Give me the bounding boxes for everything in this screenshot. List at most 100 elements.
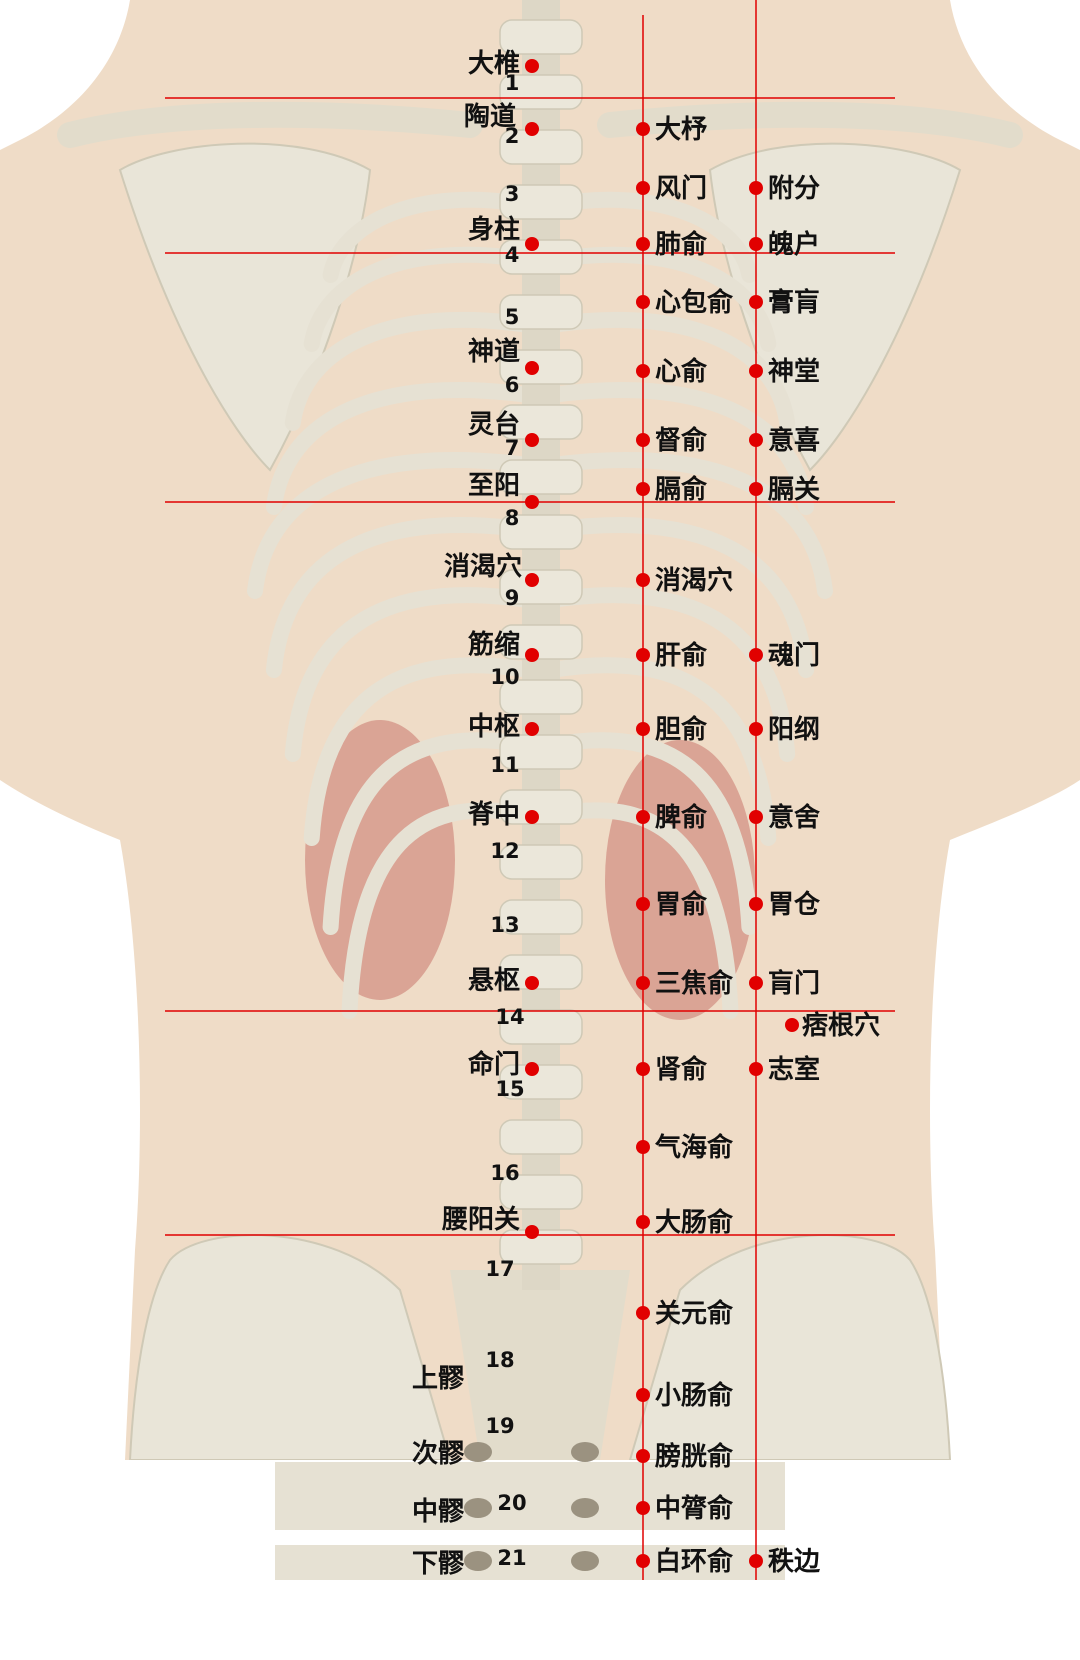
vertebra xyxy=(499,1064,583,1100)
acupoint-label: 气海俞 xyxy=(654,1132,734,1163)
acupoint-dot xyxy=(636,573,650,587)
acupoint-label: 风门 xyxy=(655,174,707,204)
rib-right xyxy=(544,452,833,599)
rib-right xyxy=(544,517,815,678)
acupoint-dot xyxy=(636,1140,650,1154)
acupoint-dot xyxy=(749,482,763,496)
acupoint-dot xyxy=(749,897,763,911)
acupoint-label: 附分 xyxy=(768,174,820,204)
acupoint-dot xyxy=(525,495,539,509)
acupoint-label: 关元俞 xyxy=(655,1298,734,1329)
acupoint-label: 消渴穴 xyxy=(655,566,733,596)
acupoint-label: 脊中 xyxy=(467,800,520,830)
acupoint-label: 神道 xyxy=(468,336,520,367)
acupoint-dot xyxy=(749,237,763,251)
vertebra xyxy=(499,74,583,110)
rib-right xyxy=(544,246,777,352)
acupoint-label: 魄户 xyxy=(768,229,820,260)
rib-right xyxy=(544,191,758,283)
vertebra-number: 15 xyxy=(495,1077,524,1101)
sacral-foramen xyxy=(464,1442,492,1462)
acupoint-dot xyxy=(749,433,763,447)
acupoint-dot xyxy=(525,1225,539,1239)
acupoint-label: 脾俞 xyxy=(654,802,708,833)
acupoint-label: 三焦俞 xyxy=(655,968,734,999)
vertebra-number: 6 xyxy=(505,373,520,397)
rib-left xyxy=(322,732,536,935)
acupoint-label: 白环俞 xyxy=(655,1546,734,1577)
vertebra-number: 19 xyxy=(485,1414,514,1438)
acupoint-dot xyxy=(636,1215,650,1229)
acupoint-label: 肓门 xyxy=(768,968,820,999)
acupoint-label: 次髎 xyxy=(412,1439,464,1469)
acupoint-label: 胃俞 xyxy=(655,889,708,920)
vertebra-number: 14 xyxy=(495,1005,524,1029)
acupoint-label: 肺俞 xyxy=(655,229,708,260)
acupoint-dot xyxy=(525,810,539,824)
acupoint-label: 下髎 xyxy=(412,1549,464,1579)
sacral-foramen xyxy=(571,1442,599,1462)
acupoint-label: 意喜 xyxy=(768,425,820,456)
vertebra xyxy=(499,844,583,880)
vertebra-number: 18 xyxy=(485,1348,514,1372)
acupoint-dot xyxy=(749,1554,763,1568)
acupoint-dot xyxy=(636,1388,650,1402)
rib-left xyxy=(341,802,536,1019)
acupoint-label: 小肠俞 xyxy=(655,1380,734,1411)
acupoint-label: 腰阳关 xyxy=(441,1205,520,1235)
acupoint-dot xyxy=(525,1062,539,1076)
acupoint-dot xyxy=(749,1062,763,1076)
rib-cage xyxy=(247,191,833,1019)
acupoint-label: 灵台 xyxy=(468,409,520,440)
spine xyxy=(499,0,583,1290)
sacral-foramina xyxy=(464,1442,599,1571)
sacral-strip-2 xyxy=(275,1495,785,1530)
vertebra xyxy=(499,184,583,220)
rib-right xyxy=(544,657,777,846)
acupoint-dot xyxy=(636,976,650,990)
vertebra xyxy=(499,1119,583,1155)
acupoint-labels: 123456789101112131415161718192021大椎陶道身柱神… xyxy=(412,49,880,1579)
acupoint-label: 大杼 xyxy=(655,115,708,145)
acupoint-label: 中枢 xyxy=(468,712,520,742)
sacral-foramen xyxy=(464,1551,492,1571)
acupoint-dot xyxy=(749,181,763,195)
acupoint-dot xyxy=(525,122,539,136)
vertebra-number: 5 xyxy=(505,305,520,329)
acupoint-label: 神堂 xyxy=(768,357,820,387)
acupoint-dot xyxy=(636,897,650,911)
acupoint-dot xyxy=(636,295,650,309)
vertebra xyxy=(499,239,583,275)
acupoint-dot xyxy=(749,364,763,378)
vertebra-number: 17 xyxy=(485,1257,514,1281)
right-clavicle xyxy=(597,101,1023,148)
acupoint-label: 大椎 xyxy=(468,49,520,79)
acupoint-label: 心包俞 xyxy=(655,287,734,318)
acupoint-label: 悬枢 xyxy=(468,966,520,996)
vertebra xyxy=(499,294,583,330)
acupoint-dot xyxy=(525,573,539,587)
acupoint-dot xyxy=(636,181,650,195)
acupoint-label: 肝俞 xyxy=(655,640,708,671)
vertebra xyxy=(499,514,583,550)
acupoint-label: 肾俞 xyxy=(655,1054,708,1085)
rib-right xyxy=(544,802,739,1019)
acupoint-label: 陶道 xyxy=(464,101,516,132)
vertebra xyxy=(499,679,583,715)
sacrum xyxy=(450,1270,630,1460)
acupoint-label: 胃仓 xyxy=(768,889,821,920)
vertebra xyxy=(499,734,583,770)
acupoints xyxy=(525,59,799,1568)
acupoint-label: 志室 xyxy=(768,1054,820,1085)
vertebra-number: 2 xyxy=(505,124,520,148)
acupoint-dot xyxy=(636,237,650,251)
acupoint-label: 膏肓 xyxy=(768,287,820,318)
acupoint-dot xyxy=(636,648,650,662)
rib-right xyxy=(544,311,796,431)
vertebra xyxy=(499,459,583,495)
sacral-foramen xyxy=(571,1498,599,1518)
acupoint-label: 至阳 xyxy=(468,471,520,501)
vertebra-number: 7 xyxy=(505,436,520,460)
